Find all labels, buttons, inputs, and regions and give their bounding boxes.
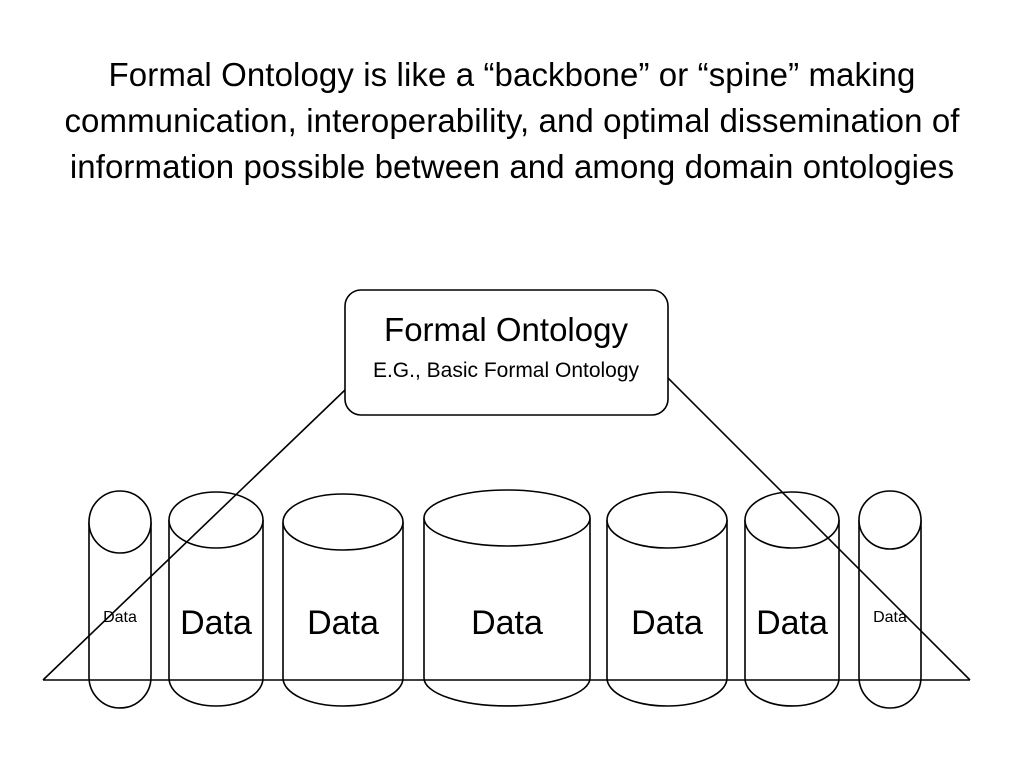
data-label: Data xyxy=(756,604,828,642)
data-label: Data xyxy=(307,604,379,642)
data-label: Data xyxy=(631,604,703,642)
formal-ontology-title: Formal Ontology xyxy=(384,311,628,348)
data-cylinder: Data xyxy=(858,490,922,709)
right-connector-line xyxy=(667,377,971,681)
data-label: Data xyxy=(180,604,252,642)
left-connector-line xyxy=(42,389,346,681)
data-cylinder: Data xyxy=(168,491,264,707)
data-cylinder: Data xyxy=(88,490,152,709)
data-cylinder: Data xyxy=(423,489,591,707)
data-label: Data xyxy=(873,609,907,626)
data-label: Data xyxy=(471,604,543,642)
slide-title: Formal Ontology is like a “backbone” or … xyxy=(64,56,960,185)
data-cylinder: Data xyxy=(744,491,840,707)
formal-ontology-subtitle: E.G., Basic Formal Ontology xyxy=(373,359,640,382)
formal-ontology-box: Formal Ontology E.G., Basic Formal Ontol… xyxy=(344,289,669,416)
data-cylinder: Data xyxy=(606,491,728,707)
data-cylinder: Data xyxy=(282,493,404,707)
